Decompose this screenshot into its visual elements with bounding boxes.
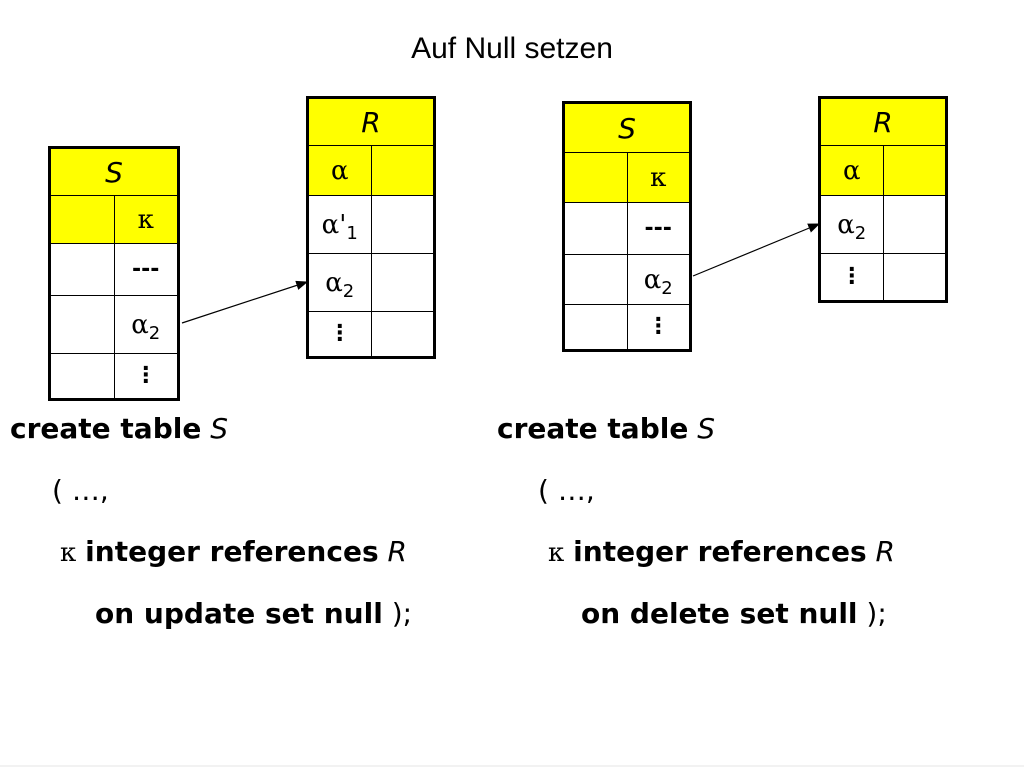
right-code-references: integer references bbox=[573, 535, 867, 568]
left-code-line-1: create table S bbox=[10, 412, 228, 445]
right-reference-arrow bbox=[692, 223, 821, 277]
right-table-r: R α α2 ⋮ bbox=[818, 96, 948, 303]
right-code-line-3: κ integer references R bbox=[548, 535, 895, 568]
left-reference-arrow bbox=[181, 280, 309, 324]
left-code-ref-name: R bbox=[387, 535, 407, 568]
left-r-row-1: α2 bbox=[307, 253, 372, 312]
left-s-key-cell bbox=[49, 353, 115, 400]
right-code-line-1: create table S bbox=[497, 412, 715, 445]
left-code-line-2: ( …, bbox=[52, 474, 109, 507]
right-s-row-2: ⋮ bbox=[626, 304, 691, 351]
right-code-end: ); bbox=[866, 597, 887, 630]
left-code-kappa: κ bbox=[60, 538, 77, 568]
right-r-attr: α bbox=[819, 145, 884, 196]
left-s-row-2: ⋮ bbox=[113, 353, 179, 400]
right-code-keyword: create table bbox=[497, 412, 689, 445]
right-code-line-4: on delete set null ); bbox=[581, 597, 887, 630]
right-table-s: S κ --- α2 ⋮ bbox=[562, 101, 692, 352]
right-code-line-2: ( …, bbox=[538, 474, 595, 507]
right-s-name: S bbox=[563, 102, 691, 153]
left-code-line-3: κ integer references R bbox=[60, 535, 407, 568]
left-s-name: S bbox=[49, 147, 179, 196]
left-r-attr: α bbox=[307, 145, 372, 196]
right-s-row-0: --- bbox=[626, 202, 691, 255]
left-code-keyword: create table bbox=[10, 412, 202, 445]
left-r-name: R bbox=[307, 97, 435, 146]
left-table-r: R α α'1 α2 ⋮ bbox=[306, 96, 436, 359]
left-r-row-2: ⋮ bbox=[307, 311, 372, 358]
left-code-table-name: S bbox=[210, 412, 229, 445]
right-code-action: on delete set null bbox=[581, 597, 858, 630]
right-r-value-cell bbox=[882, 145, 947, 196]
left-s-key-cell bbox=[49, 195, 115, 244]
right-r-value-cell bbox=[882, 195, 947, 254]
left-code-action: on update set null bbox=[95, 597, 383, 630]
left-code-line-4: on update set null ); bbox=[95, 597, 412, 630]
right-r-row-0: α2 bbox=[819, 195, 884, 254]
left-r-value-cell bbox=[370, 311, 435, 358]
slide-title: Auf Null setzen bbox=[411, 32, 613, 65]
left-code-end: ); bbox=[391, 597, 413, 630]
right-s-key-cell bbox=[563, 304, 628, 351]
left-code-references: integer references bbox=[85, 535, 379, 568]
left-r-row-0: α'1 bbox=[307, 195, 372, 254]
left-r-value-cell bbox=[370, 145, 435, 196]
right-r-value-cell bbox=[882, 253, 947, 302]
footer-divider bbox=[0, 765, 1024, 767]
left-s-row-0: --- bbox=[113, 243, 179, 296]
right-code-table-name: S bbox=[697, 412, 716, 445]
right-s-row-1: α2 bbox=[626, 254, 691, 305]
right-code-kappa: κ bbox=[548, 538, 565, 568]
right-code-ref-name: R bbox=[875, 535, 895, 568]
right-s-key-cell bbox=[563, 152, 628, 203]
left-s-row-1: α2 bbox=[113, 295, 179, 354]
right-r-row-1: ⋮ bbox=[819, 253, 884, 302]
left-table-s: S κ --- α2 ⋮ bbox=[48, 146, 180, 401]
